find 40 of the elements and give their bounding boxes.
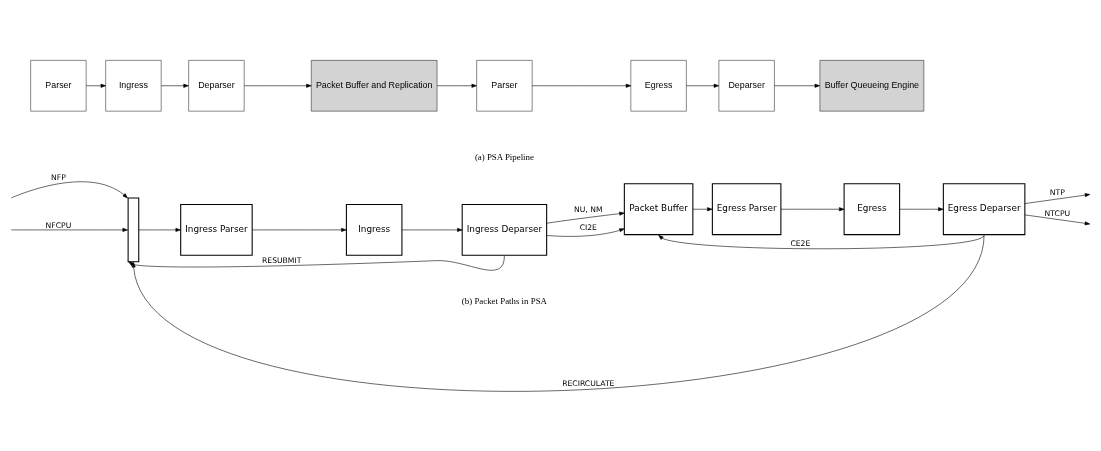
arrow xyxy=(86,83,106,88)
arrow xyxy=(1024,192,1091,204)
node-box: Parser xyxy=(30,59,87,111)
arrow xyxy=(780,206,845,211)
arrow xyxy=(128,255,505,270)
node-box: Ingress xyxy=(345,203,403,256)
node-box: Buffer Queueing Engine xyxy=(819,59,925,111)
arrow xyxy=(436,83,477,88)
arrow xyxy=(138,227,181,232)
arrow xyxy=(658,234,985,249)
label: (b) Packet Paths in PSA xyxy=(461,295,547,306)
arrow xyxy=(252,227,347,232)
node-box: Deparser xyxy=(718,59,775,111)
arrow xyxy=(531,83,632,88)
node-box: Egress xyxy=(843,182,901,235)
arrow xyxy=(546,211,625,223)
arrow xyxy=(244,83,312,88)
arrow xyxy=(899,206,944,211)
arrow xyxy=(10,181,128,198)
arrow xyxy=(401,227,463,232)
node-box xyxy=(127,197,140,262)
arrow xyxy=(1024,214,1091,225)
arrow xyxy=(774,83,820,88)
node-box: Ingress Parser xyxy=(180,203,253,256)
arrow xyxy=(692,206,713,211)
arrow xyxy=(131,234,985,391)
arrow xyxy=(546,227,625,237)
node-box: Parser xyxy=(476,59,533,111)
node-box: Egress xyxy=(630,59,687,111)
node-box: Egress Parser xyxy=(711,182,782,235)
node-box: Deparser xyxy=(188,59,245,111)
label: (a) PSA Pipeline xyxy=(474,151,534,162)
arrow xyxy=(10,227,128,232)
node-box: Packet Buffer and Replication xyxy=(311,59,438,111)
node-box: Ingress xyxy=(105,59,162,111)
arrow xyxy=(686,83,720,88)
arrow xyxy=(160,83,189,88)
node-box: Packet Buffer xyxy=(623,182,694,235)
node-box: Ingress Deparser xyxy=(461,203,548,256)
node-box: Egress Deparser xyxy=(942,182,1026,235)
